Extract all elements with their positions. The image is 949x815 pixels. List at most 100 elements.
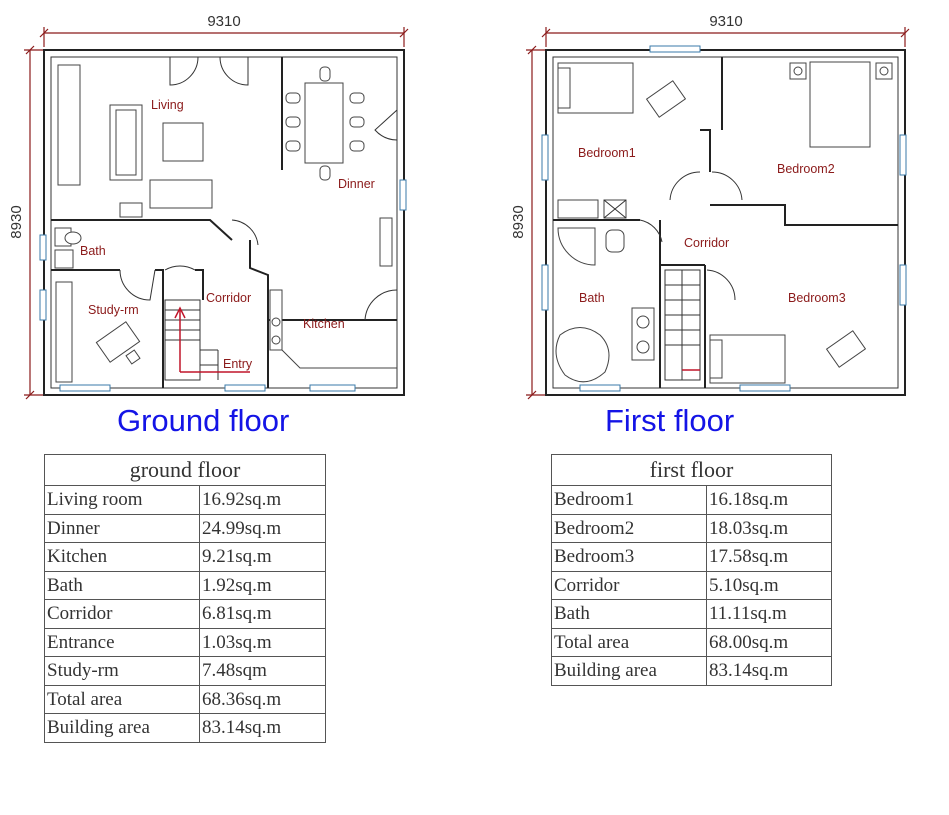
first-floor-title: First floor (605, 403, 735, 438)
coffee-table (162, 122, 204, 162)
room-name-cell: Study-rm (44, 656, 200, 686)
ground-depth-label: 8930 (8, 205, 25, 238)
area-value-cell: 68.36sq.m (199, 684, 326, 714)
desk (825, 330, 867, 368)
room-name-cell: Dinner (44, 513, 200, 543)
room-label-bath: Bath (579, 291, 605, 305)
window (39, 234, 47, 261)
first-stairs (664, 269, 701, 381)
window (899, 134, 907, 176)
first-width-dimension: 9310 (541, 13, 910, 47)
window (59, 384, 111, 392)
first-width-label: 9310 (709, 13, 742, 30)
ground-table-header: ground floor (44, 454, 326, 486)
room-name-cell: Bedroom1 (551, 485, 707, 515)
area-value-cell: 1.92sq.m (199, 570, 326, 600)
room-name-cell: Total area (551, 627, 707, 657)
ground-exterior-wall (43, 49, 405, 396)
ground-floor-plan: 9310 8930 (8, 13, 409, 400)
area-value-cell: 17.58sq.m (706, 542, 832, 572)
first-floor-plan: 9310 8930 (510, 13, 910, 400)
door (711, 171, 743, 201)
sideboard (379, 217, 393, 267)
area-value-cell: 18.03sq.m (706, 513, 832, 543)
area-value-cell: 16.92sq.m (199, 485, 326, 515)
door (231, 219, 259, 246)
door (639, 219, 663, 243)
floor-plans-drawing: 9310 8930 (8, 13, 910, 400)
sink (54, 249, 74, 269)
area-value-cell: 5.10sq.m (706, 570, 832, 600)
sofa (149, 179, 213, 209)
window (39, 289, 47, 321)
desk (645, 80, 687, 118)
first-exterior-wall (545, 49, 906, 396)
room-name-cell: Building area (44, 713, 200, 743)
room-name-cell: Bedroom3 (551, 542, 707, 572)
wardrobe (557, 199, 599, 219)
window (899, 264, 907, 306)
door (374, 109, 398, 141)
door (706, 269, 736, 301)
room-label-corridor: Corridor (206, 291, 251, 305)
room-label-bedroom1: Bedroom1 (578, 146, 636, 160)
room-name-cell: Entrance (44, 627, 200, 657)
window (224, 384, 266, 392)
window (739, 384, 791, 392)
shower (557, 227, 596, 266)
area-value-cell: 16.18sq.m (706, 485, 832, 515)
room-name-cell: Corridor (44, 599, 200, 629)
room-name-cell: Building area (551, 656, 707, 686)
area-value-cell: 24.99sq.m (199, 513, 326, 543)
window (579, 384, 621, 392)
entry-door (169, 56, 199, 86)
window (541, 134, 549, 181)
window (309, 384, 356, 392)
room-label-living: Living (151, 98, 184, 112)
door (364, 289, 398, 321)
side-table (119, 202, 143, 218)
entry-door (219, 56, 249, 86)
room-label-bedroom2: Bedroom2 (777, 162, 835, 176)
ground-stairs (164, 299, 250, 381)
cabinet (57, 64, 81, 186)
toilet (605, 229, 625, 253)
room-label-corridor: Corridor (684, 236, 729, 250)
chair (319, 66, 331, 82)
room-name-cell: Total area (44, 684, 200, 714)
desk (95, 321, 141, 363)
room-label-bath: Bath (80, 244, 106, 258)
ground-width-dimension: 9310 (39, 13, 409, 47)
room-label-dinner: Dinner (338, 177, 375, 191)
room-name-cell: Bath (44, 570, 200, 600)
area-value-cell: 68.00sq.m (706, 627, 832, 657)
chair (319, 165, 331, 181)
room-name-cell: Bath (551, 599, 707, 629)
ground-floor-title: Ground floor (117, 403, 290, 438)
room-name-cell: Bedroom2 (551, 513, 707, 543)
room-name-cell: Corridor (551, 570, 707, 600)
window (399, 179, 407, 211)
room-label-study: Study-rm (88, 303, 139, 317)
area-value-cell: 11.11sq.m (706, 599, 832, 629)
ground-living-south-wall (51, 219, 233, 241)
stair-direction-arrow (174, 306, 186, 372)
room-label-bedroom3: Bedroom3 (788, 291, 846, 305)
bookshelf (55, 281, 73, 383)
room-label-kitchen: Kitchen (303, 317, 345, 331)
